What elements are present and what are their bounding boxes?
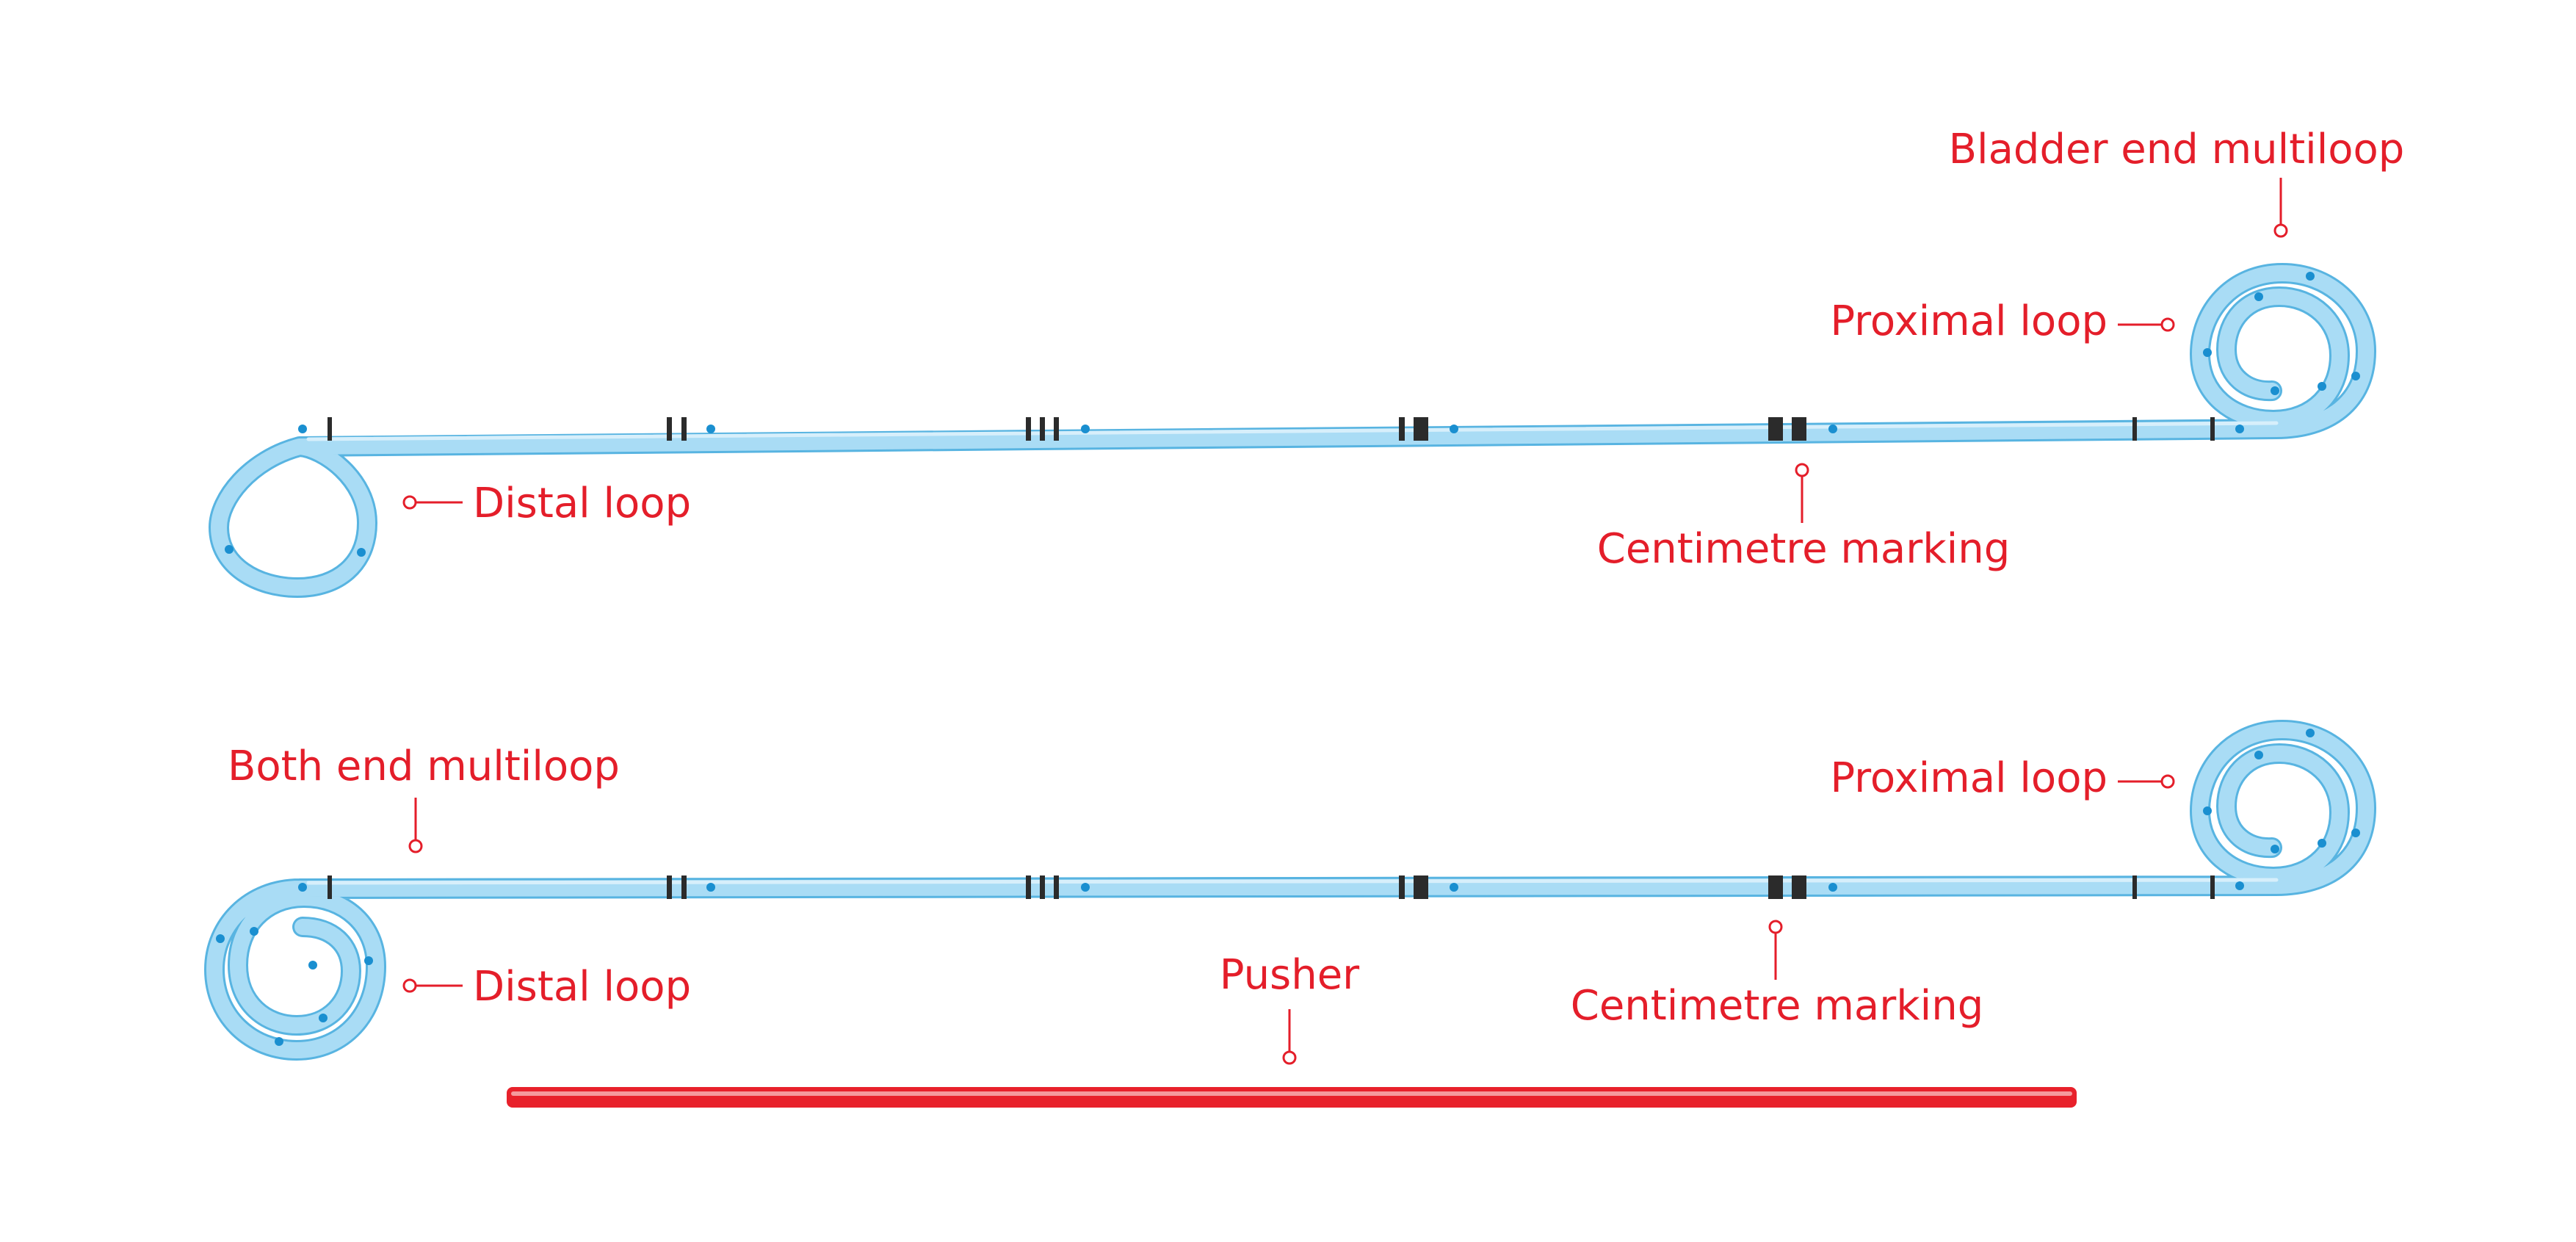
hole	[1450, 425, 1458, 433]
hole	[357, 548, 366, 557]
marking	[1026, 417, 1031, 441]
leader-dot-icon	[1768, 920, 1783, 934]
hole	[2351, 372, 2360, 380]
hole	[706, 883, 715, 892]
hole	[2235, 881, 2244, 890]
marking	[1399, 417, 1405, 441]
leader-dot-icon	[2273, 223, 2288, 238]
marking	[1768, 875, 1783, 899]
marking	[1414, 417, 1428, 441]
label-proximal-loop-bottom: Proximal loop	[1830, 754, 2108, 802]
stent-both-end-multiloop	[204, 720, 2376, 1061]
label-centimetre-marking-top: Centimetre marking	[1597, 525, 2011, 573]
hole	[275, 1037, 283, 1046]
label-distal-loop-bottom: Distal loop	[473, 963, 691, 1011]
marking	[2132, 417, 2137, 441]
hole	[1828, 883, 1837, 892]
marking	[1399, 875, 1405, 899]
leader-dot-icon	[2160, 317, 2175, 332]
hole	[298, 425, 307, 433]
hole	[225, 545, 234, 554]
hole	[2254, 292, 2263, 301]
marking	[2132, 875, 2137, 899]
callout-labels: Bladder end multiloop Proximal loop Dist…	[228, 126, 2404, 1030]
marking	[1054, 875, 1059, 899]
top-centimetre-markings	[328, 417, 2215, 441]
hole	[2271, 386, 2279, 395]
marking	[1040, 417, 1045, 441]
hole	[298, 883, 307, 892]
label-proximal-loop-top: Proximal loop	[1830, 297, 2108, 345]
marking	[1414, 875, 1428, 899]
marking	[1768, 417, 1783, 441]
hole	[2203, 348, 2212, 357]
hole	[308, 961, 317, 970]
hole	[2351, 828, 2360, 837]
leader-dot-icon	[1795, 463, 1809, 477]
hole	[364, 956, 373, 965]
marking	[1792, 417, 1806, 441]
marking	[681, 417, 687, 441]
hole	[216, 934, 225, 943]
label-centimetre-marking-bottom: Centimetre marking	[1571, 982, 1984, 1030]
leader-dot-icon	[2160, 774, 2175, 789]
leader-lines	[402, 178, 2288, 1065]
hole	[2318, 839, 2326, 848]
leader-dot-icon	[402, 495, 417, 510]
label-bladder-end-multiloop: Bladder end multiloop	[1949, 126, 2405, 173]
hole	[2306, 729, 2315, 737]
marking	[681, 875, 687, 899]
bottom-stent-tube-highlight	[306, 878, 2279, 885]
hole	[2318, 382, 2326, 391]
hole	[2203, 806, 2212, 815]
marking	[667, 417, 672, 441]
leader-dot-icon	[402, 978, 417, 993]
hole	[250, 927, 258, 936]
label-pusher: Pusher	[1220, 951, 1360, 999]
hole	[2235, 425, 2244, 433]
pusher-rod	[507, 1087, 2077, 1108]
marking	[2210, 875, 2215, 899]
hole	[1081, 425, 1090, 433]
top-drainage-holes	[225, 272, 2360, 557]
hole	[706, 425, 715, 433]
label-both-end-multiloop: Both end multiloop	[228, 743, 620, 790]
bottom-stent-tube-fill	[206, 722, 2374, 1058]
marking	[1040, 875, 1045, 899]
hole	[2271, 845, 2279, 853]
hole	[1450, 883, 1458, 892]
hole	[2306, 272, 2315, 281]
leader-dot-icon	[408, 839, 423, 853]
marking	[1792, 875, 1806, 899]
top-stent-tube-highlight	[306, 421, 2279, 441]
bottom-centimetre-markings	[328, 875, 2215, 899]
leader-dot-icon	[1282, 1050, 1297, 1065]
bottom-drainage-holes	[216, 729, 2360, 1046]
hole	[2254, 751, 2263, 759]
marking	[2210, 417, 2215, 441]
hole	[319, 1014, 328, 1022]
marking	[328, 417, 332, 441]
hole	[1828, 425, 1837, 433]
marking	[328, 875, 332, 899]
marking	[1054, 417, 1059, 441]
marking	[667, 875, 672, 899]
hole	[1081, 883, 1090, 892]
marking	[1026, 875, 1031, 899]
label-distal-loop-top: Distal loop	[473, 480, 691, 527]
